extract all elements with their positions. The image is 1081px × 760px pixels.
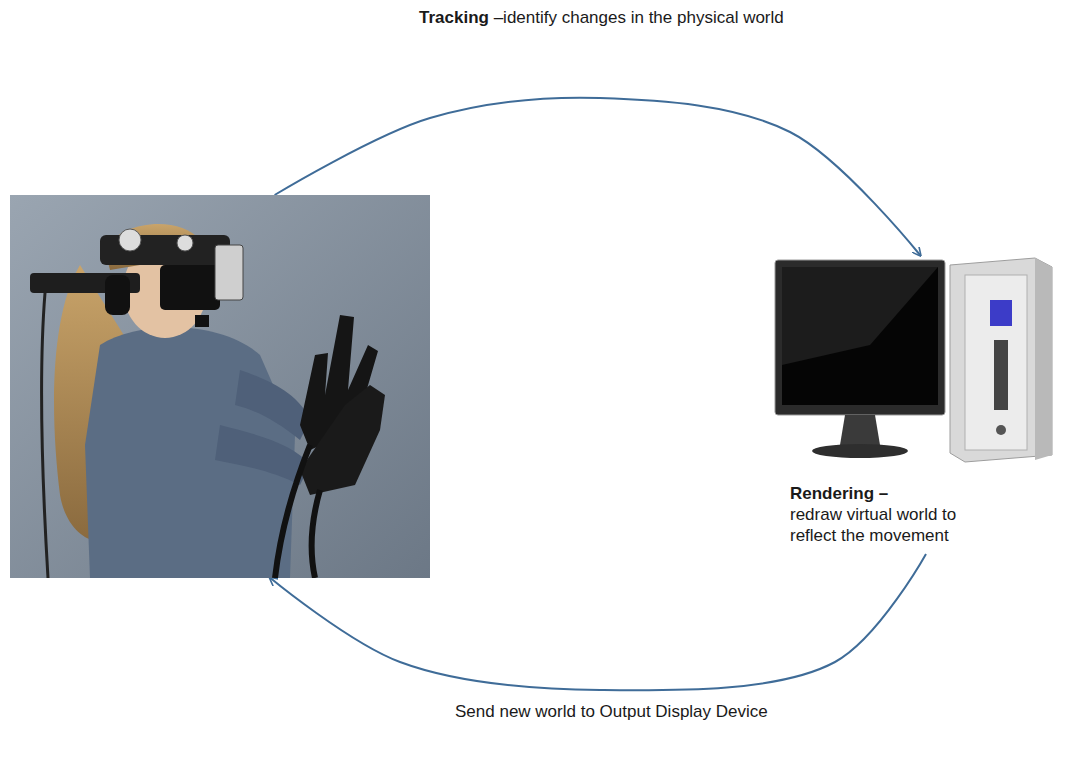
monitor-stand (840, 415, 880, 445)
photo-background (10, 195, 430, 578)
monitor-screen (782, 267, 938, 405)
headset-knob (119, 229, 141, 251)
screen-reflection (782, 267, 938, 365)
glove-cable (312, 490, 320, 578)
headset-visor (160, 265, 220, 310)
tower-side (1035, 258, 1052, 460)
edge-label: Tracking –identify changes in the physic… (416, 6, 794, 29)
headset-knob (177, 235, 193, 251)
headset-cable (42, 293, 48, 578)
node-body: redraw virtual world to reflect the move… (790, 504, 1005, 546)
vr-user-illustration (10, 195, 430, 578)
arm (235, 370, 310, 440)
headset-sensor (215, 245, 243, 300)
node-heading: Rendering – (790, 483, 1005, 504)
power-button (996, 425, 1006, 435)
data-glove (300, 385, 385, 495)
tower-slot (994, 340, 1008, 410)
edge-label: Send new world to Output Display Device (452, 700, 792, 723)
tower-display (990, 300, 1012, 326)
monitor-bezel (775, 260, 945, 415)
computer-illustration (770, 255, 1060, 465)
glove-cable (275, 445, 310, 578)
vr-user-photo (10, 195, 430, 578)
computer-tower (950, 258, 1052, 462)
node-text: Rendering –redraw virtual world to refle… (790, 483, 1005, 546)
tower-front (965, 275, 1027, 450)
headphone (105, 275, 130, 315)
microphone (195, 315, 209, 327)
monitor-base (812, 444, 908, 458)
computer-node: Rendering –redraw virtual world to refle… (770, 255, 1070, 554)
